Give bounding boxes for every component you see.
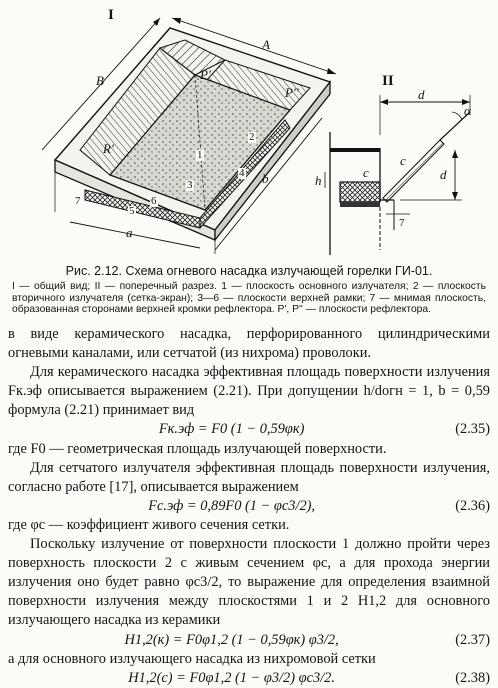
label-angle-alpha: α [464, 103, 471, 118]
paragraph-1: в виде керамического насадка, перфориров… [8, 326, 490, 362]
cross-section-view [324, 95, 471, 255]
equation-2-38: H1,2(с) = F0φ1,2 (1 − φ3/2) φс3/2. (2.38… [8, 669, 490, 688]
equation-number: (2.37) [455, 631, 490, 648]
equation-2-35: Fк.эф = F0 (1 − 0,59φк) (2.35) [8, 420, 490, 439]
equation-formula: Fк.эф = F0 (1 − 0,59φк) [158, 421, 305, 438]
equation-formula: H1,2(к) = F0φ1,2 (1 − 0,59φк) φ3/2, [124, 631, 339, 648]
figure-caption-title: Рис. 2.12. Схема огневого насадка излуча… [65, 264, 433, 278]
paragraph-2: Для керамического насадка эффективная пл… [8, 364, 490, 419]
equation-2-36: Fс.эф = 0,89F0 (1 − φс3/2), (2.36) [8, 497, 490, 516]
paragraph-4: Для сетчатого излучателя эффективная пло… [8, 459, 490, 495]
label-pos-7: 7 [74, 195, 82, 207]
label-dim-B: B [96, 73, 104, 88]
equation-formula: H1,2(с) = F0φ1,2 (1 − φ3/2) φс3/2. [128, 669, 335, 686]
paragraph-3: где F0 — геометрическая площадь излучающ… [8, 440, 387, 457]
burner-nozzle-diagram [41, 17, 471, 255]
general-view [41, 17, 337, 254]
paragraph-6: Поскольку излучение от поверхности плоск… [8, 536, 490, 629]
label-plane-p2: P'' [285, 85, 299, 100]
equation-number: (2.38) [455, 669, 490, 686]
label-view-general: I [108, 7, 114, 23]
label-pos-5: 5 [128, 205, 136, 217]
figure-caption-legend: I — общий вид; II — поперечный разрез. 1… [12, 281, 486, 316]
label-pos-4: 4 [238, 167, 246, 179]
label-dim-c-1: c [400, 153, 406, 168]
paragraph-7: а для основного излучающего насадка из н… [8, 650, 376, 667]
label-plane-p1-inner: P' [200, 67, 211, 82]
label-dim-h: h [315, 173, 322, 188]
paragraph-5: где φс — коэффициент живого сечения сетк… [8, 516, 290, 533]
label-pos-6: 6 [150, 195, 158, 207]
label-pos-7-section: 7 [398, 217, 406, 229]
label-dim-d-top: d [418, 87, 425, 102]
label-dim-a: a [126, 225, 133, 240]
equation-number: (2.35) [455, 421, 490, 438]
label-dim-c-2: c [363, 165, 369, 180]
label-view-section: II [382, 73, 394, 89]
label-plane-p1: R' [103, 141, 114, 156]
label-pos-1: 1 [196, 149, 204, 161]
equation-number: (2.36) [455, 497, 490, 514]
figure-2-12: I II A B a b P'' R' P' d d c c h α 1 2 3… [0, 0, 498, 262]
equation-formula: Fс.эф = 0,89F0 (1 − φс3/2), [148, 497, 316, 514]
label-pos-3: 3 [186, 179, 194, 191]
equation-2-37: H1,2(к) = F0φ1,2 (1 − 0,59φк) φ3/2, (2.3… [8, 631, 490, 650]
label-pos-2: 2 [248, 131, 256, 143]
label-dim-b: b [262, 171, 269, 186]
label-dim-d-right: d [440, 167, 447, 182]
label-dim-A: A [262, 37, 270, 52]
body-text: в виде керамического насадка, перфориров… [8, 325, 490, 688]
